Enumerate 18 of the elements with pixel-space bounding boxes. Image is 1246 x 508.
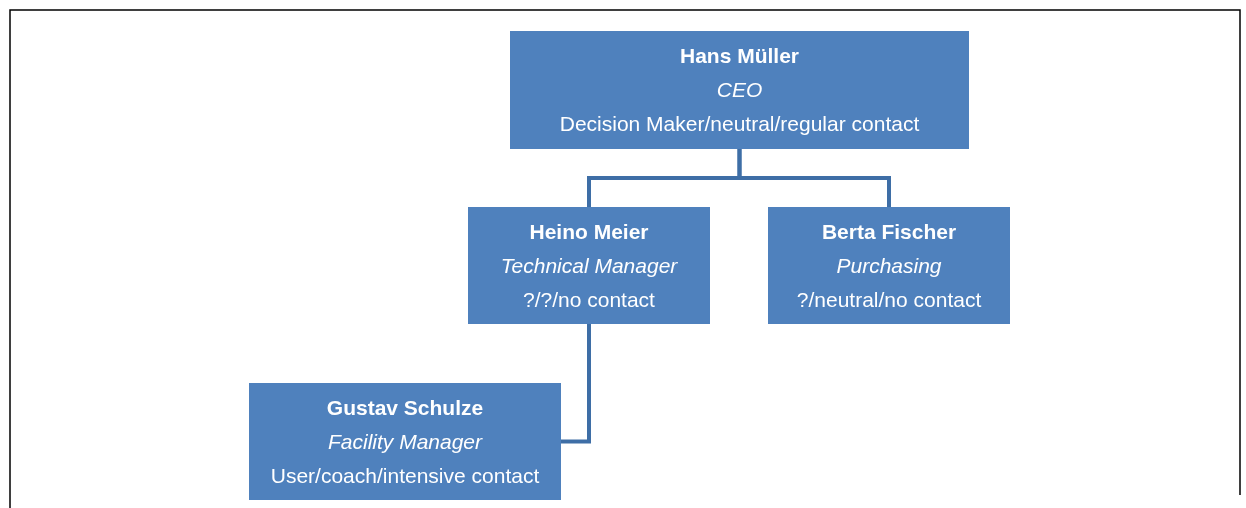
person-name: Heino Meier (529, 218, 649, 245)
job-title: Facility Manager (327, 428, 483, 455)
connector-line (561, 324, 591, 444)
connector-line (737, 149, 891, 207)
person-box (249, 383, 561, 500)
person-box (768, 207, 1010, 324)
contact-status: Decision Maker/neutral/regular contact (559, 111, 920, 137)
person-name: Hans Müller (680, 43, 799, 69)
job-title: Purchasing (836, 252, 942, 279)
contact-status: ?/?/no contact (523, 286, 655, 313)
person-box (510, 31, 969, 149)
person-name: Gustav Schulze (326, 394, 484, 421)
job-title: CEO (716, 77, 763, 103)
person-box (468, 207, 710, 324)
person-name: Berta Fischer (821, 218, 957, 245)
contact-status: ?/neutral/no contact (796, 286, 982, 313)
job-title: Technical Manager (500, 252, 678, 279)
contact-status: User/coach/intensive contact (270, 462, 540, 489)
